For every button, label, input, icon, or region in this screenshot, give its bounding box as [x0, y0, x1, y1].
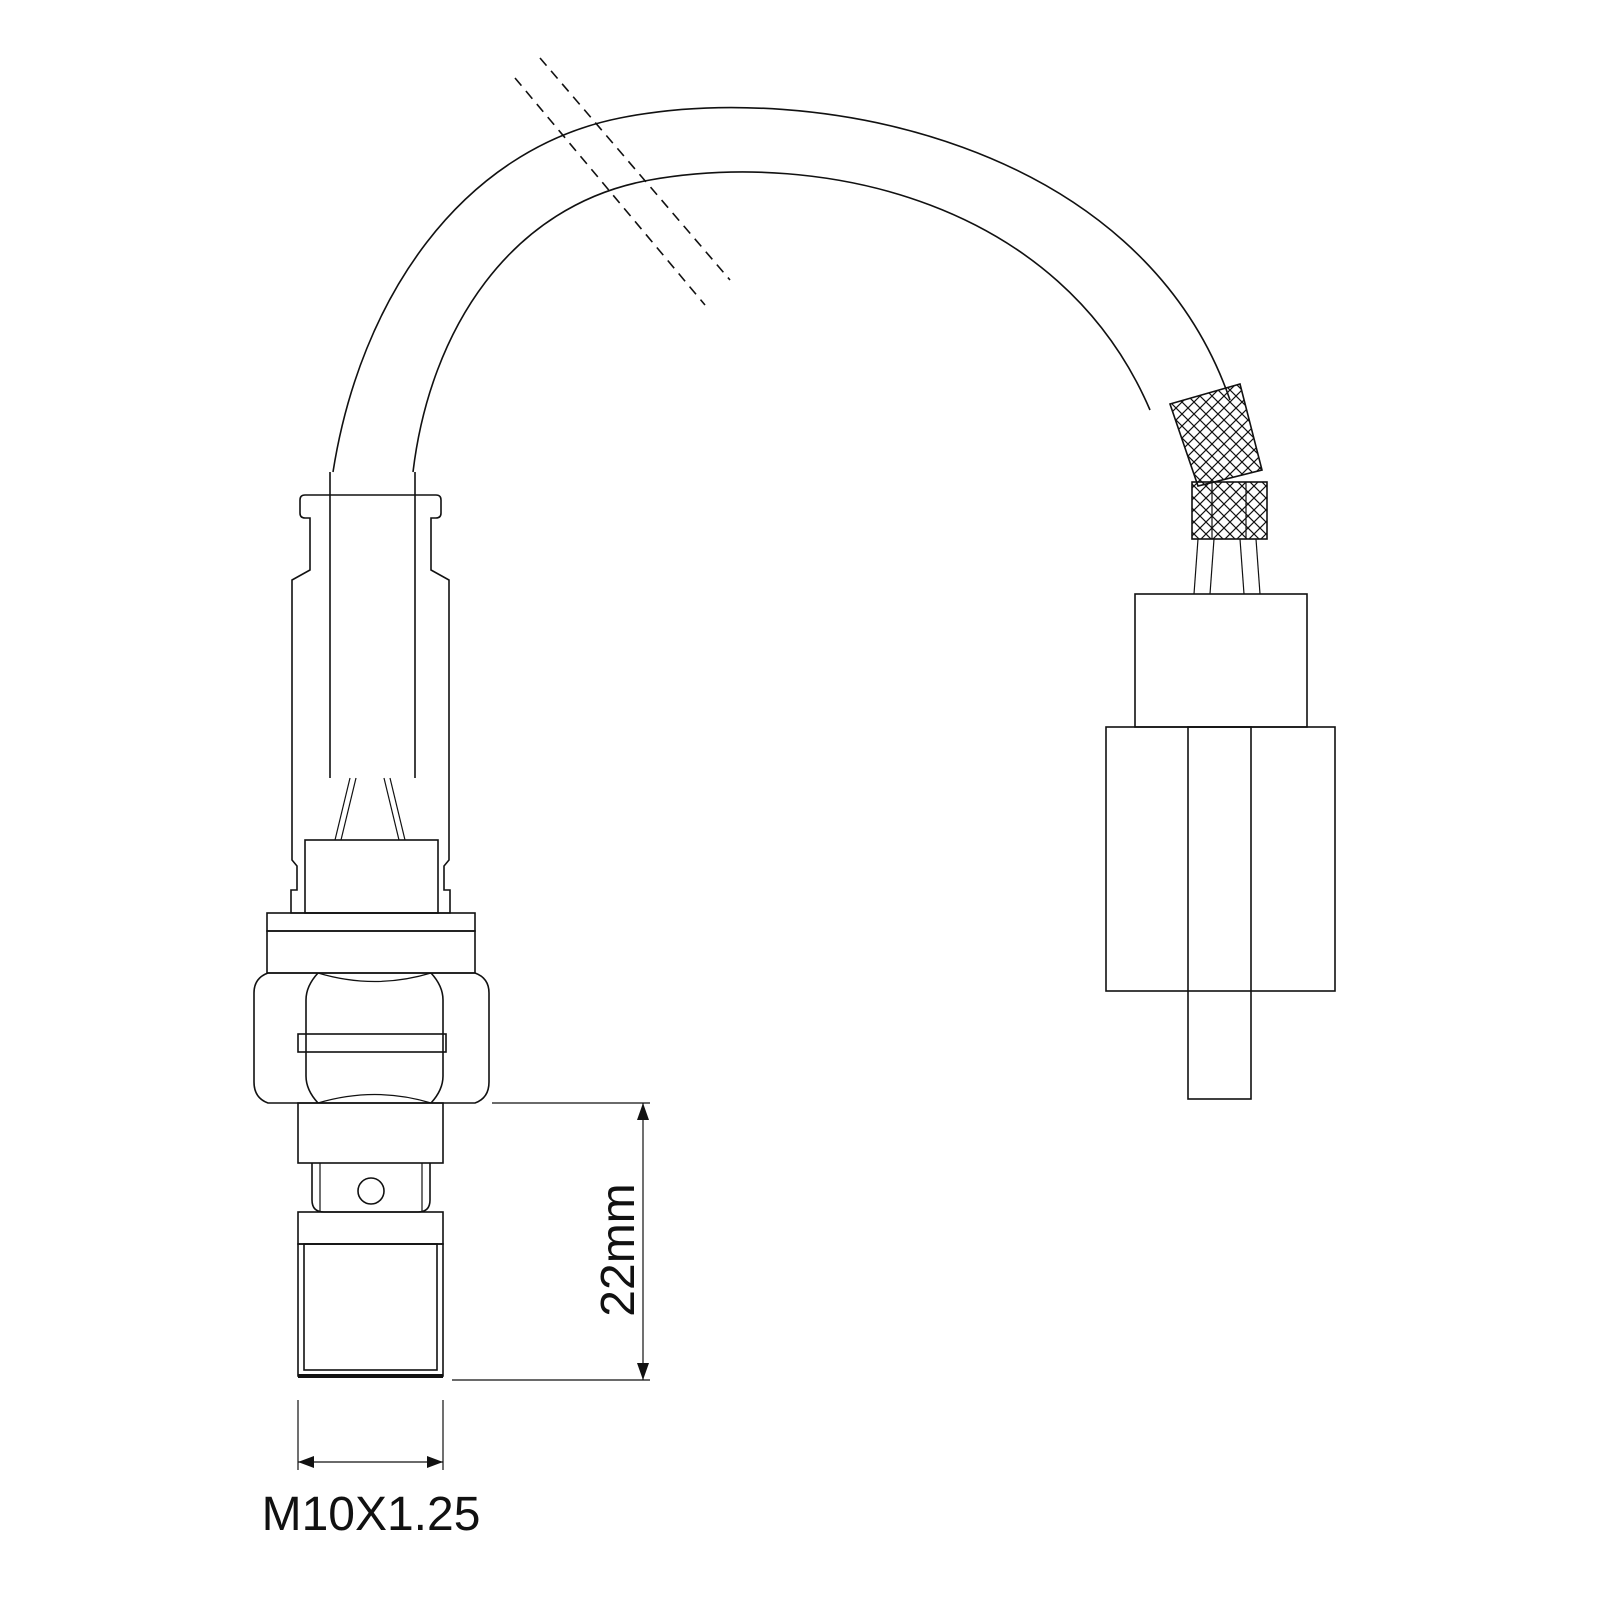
collar-lower — [266, 930, 476, 974]
cable-break-line-1 — [514, 77, 706, 306]
hex-nut — [253, 972, 490, 1104]
cable-inner-edge — [412, 171, 1151, 473]
sensor-neck — [297, 1102, 444, 1164]
connector-cap — [1134, 593, 1308, 728]
connector-blade — [1187, 726, 1252, 1100]
right-wires — [1193, 538, 1261, 595]
rubber-boot — [290, 494, 451, 914]
hex-nut-slot — [297, 1033, 447, 1053]
sensor-wire-1 — [334, 777, 351, 841]
braid-lower — [1191, 481, 1268, 540]
vent-hole — [357, 1177, 385, 1205]
sensor-wire-2 — [389, 777, 406, 841]
length-dimension-label: 22mm — [592, 1183, 645, 1316]
thread-body — [297, 1243, 444, 1377]
thread-shoulder — [297, 1211, 444, 1245]
length-dimension: 22mm — [452, 1102, 650, 1381]
right-connector — [1105, 593, 1336, 1100]
collar — [266, 912, 476, 932]
sensor-body — [253, 472, 490, 1378]
cable-outer-edge — [332, 106, 1231, 473]
thread-dimension: M10X1.25 — [262, 1400, 481, 1541]
braided-sleeve — [1168, 383, 1268, 540]
cable — [332, 57, 1231, 473]
cable-break-line-2 — [539, 57, 731, 281]
connector-body — [1105, 726, 1336, 992]
thread-dimension-label: M10X1.25 — [262, 1488, 481, 1541]
terminal-block — [304, 839, 439, 914]
braid-upper — [1168, 383, 1263, 487]
